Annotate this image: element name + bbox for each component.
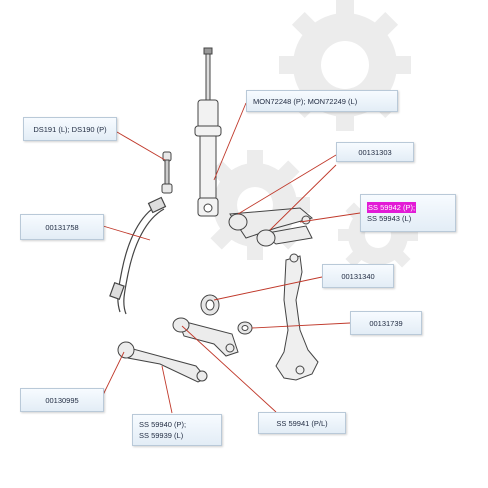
- label-lower-bushing: 00130995: [20, 388, 104, 412]
- label-rear-arm-text: SS 59941 (P/L): [276, 418, 328, 428]
- label-upper-arm-p: SS 59942 (P);: [367, 202, 417, 213]
- label-shock-absorber: MON72248 (P); MON72249 (L): [246, 90, 398, 112]
- label-rear-arm: SS 59941 (P/L): [258, 412, 346, 434]
- label-lower-arm-p: SS 59940 (P);: [139, 420, 187, 429]
- label-upper-arm: SS 59942 (P); SS 59943 (L): [360, 194, 456, 232]
- label-upper-mount: 00131303: [336, 142, 414, 162]
- front-lower-arm: [117, 341, 208, 383]
- label-lower-arm: SS 59940 (P); SS 59939 (L): [132, 414, 222, 446]
- label-upper-mount-text: 00131303: [358, 147, 392, 157]
- bushing-00131739: [237, 321, 253, 335]
- label-bushing-b: 00131739: [350, 311, 422, 335]
- label-bushing-b-text: 00131739: [369, 318, 403, 328]
- label-lower-bush-text: 00130995: [45, 395, 79, 405]
- leader-lines: [102, 102, 361, 414]
- steering-knuckle: [275, 253, 319, 381]
- label-stabilizer-bar: 00131758: [20, 214, 104, 240]
- label-bushing-a: 00131340: [322, 264, 394, 288]
- stabilizer-bar: [109, 196, 167, 315]
- shock-absorber: [194, 47, 222, 217]
- label-stab-bar-text: 00131758: [45, 222, 79, 232]
- bushing-00131340: [200, 294, 220, 316]
- label-lower-arm-l: SS 59939 (L): [139, 431, 184, 440]
- label-link-text: DS191 (L); DS190 (P): [33, 124, 107, 134]
- stabilizer-link: [161, 151, 173, 194]
- label-stabilizer-link: DS191 (L); DS190 (P): [23, 117, 117, 141]
- label-upper-arm-l: SS 59943 (L): [367, 214, 412, 223]
- upper-control-arm: [228, 207, 314, 247]
- label-shock-text: MON72248 (P); MON72249 (L): [253, 96, 358, 106]
- label-bushing-a-text: 00131340: [341, 271, 375, 281]
- rear-lower-arm: [172, 317, 239, 357]
